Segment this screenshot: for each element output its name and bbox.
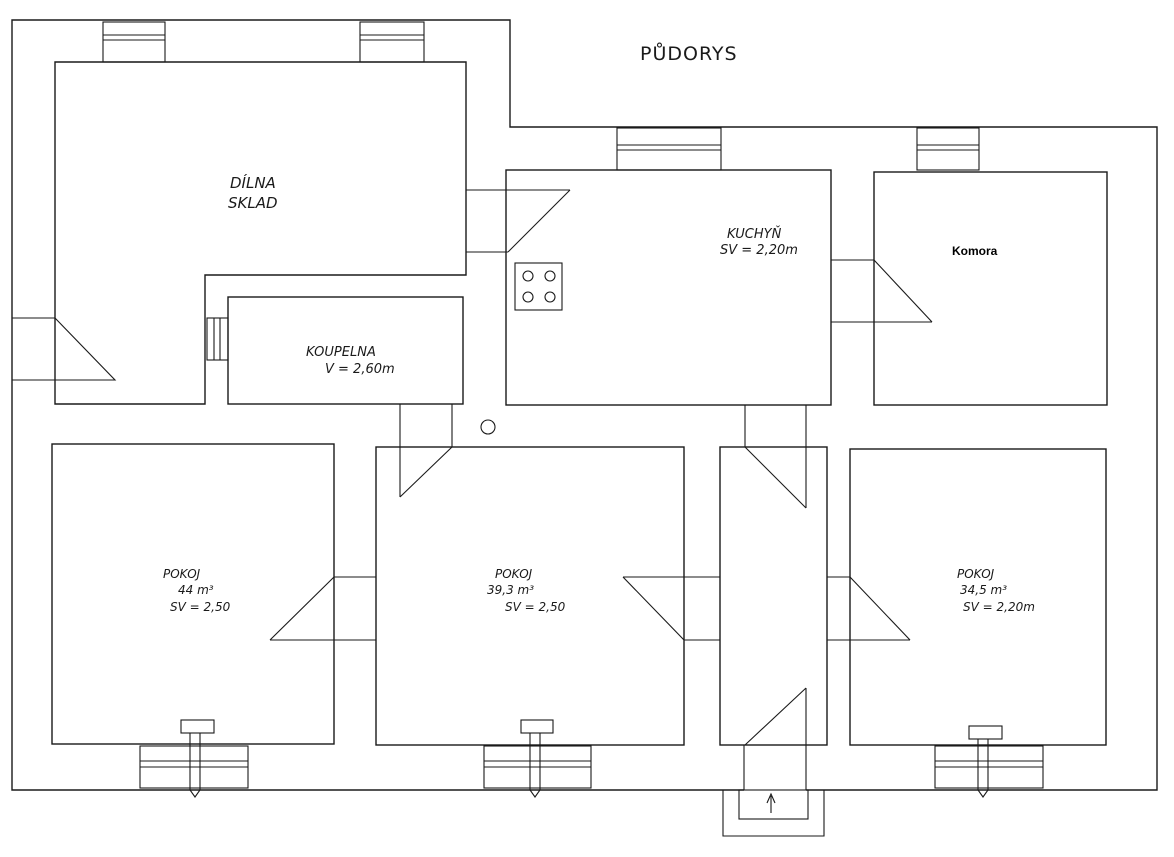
pokoj3-label: POKOJ	[957, 567, 995, 581]
pokoj2-height: SV = 2,50	[505, 600, 566, 614]
plan-title: PŮDORYS	[640, 41, 738, 65]
hallway	[719, 446, 828, 746]
pokoj2-label: POKOJ	[495, 567, 533, 581]
pokoj2-volume: 39,3 m³	[487, 583, 534, 597]
pokoj3-height: SV = 2,20m	[963, 600, 1035, 614]
radiator-icon-2	[520, 719, 554, 798]
door-left-exterior	[12, 317, 117, 381]
door-koupelna-pokoj	[399, 404, 453, 498]
window-bottom-1	[139, 745, 249, 789]
chimney-icon	[480, 419, 496, 435]
door-hall-pokoj3	[827, 576, 911, 641]
window-top-mid	[359, 21, 425, 63]
kuchyn-label: KUCHYŇ	[727, 226, 782, 242]
entrance	[722, 745, 825, 837]
dilna-label-1: DÍLNA	[230, 173, 276, 192]
room-kuchyn	[505, 169, 832, 406]
radiator-icon-1	[180, 719, 215, 798]
pokoj1-height: SV = 2,50	[170, 600, 231, 614]
window-komora	[916, 127, 980, 171]
radiator-icon-3	[968, 725, 1003, 798]
door-pokoj2-hall	[622, 576, 720, 641]
room-pokoj-3	[849, 448, 1107, 746]
koupelna-height: V = 2,60m	[325, 362, 395, 377]
door-dilna-kitchen	[466, 189, 571, 253]
room-pokoj-1	[51, 443, 335, 745]
kuchyn-height: SV = 2,20m	[720, 243, 798, 258]
room-dilna	[54, 61, 467, 405]
door-hall-entrance	[744, 687, 807, 746]
pokoj1-label: POKOJ	[163, 567, 201, 581]
pokoj1-volume: 44 m³	[178, 583, 214, 597]
stove-icon	[514, 262, 563, 311]
room-komora	[873, 171, 1108, 406]
window-top-left	[102, 21, 166, 63]
pokoj3-volume: 34,5 m³	[960, 583, 1007, 597]
window-koupelna	[206, 317, 229, 361]
door-kitchen-komora	[831, 259, 933, 323]
komora-label: Komora	[952, 244, 998, 258]
dilna-label-2: SKLAD	[228, 194, 278, 212]
window-bottom-2	[483, 745, 592, 789]
outer-wall	[11, 19, 1158, 791]
window-bottom-3	[934, 745, 1044, 789]
koupelna-label: KOUPELNA	[306, 345, 376, 360]
door-kitchen-hall	[744, 405, 807, 509]
door-pokoj1-pokoj2	[269, 576, 376, 641]
window-kitchen	[616, 127, 722, 171]
